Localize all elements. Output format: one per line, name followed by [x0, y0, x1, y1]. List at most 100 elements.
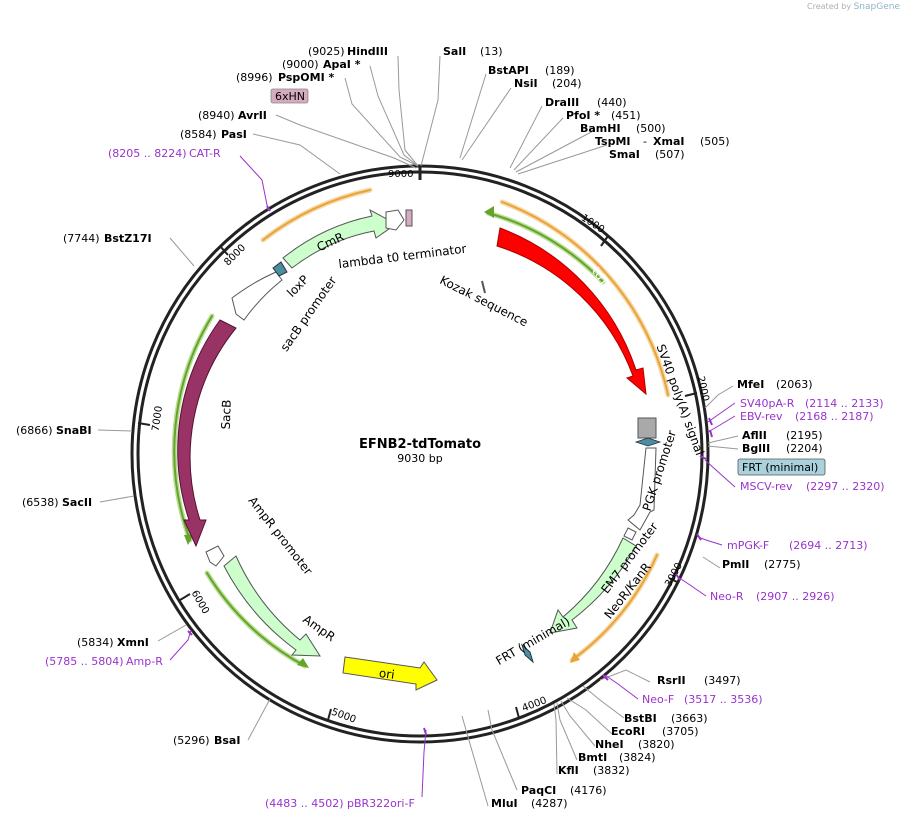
site-pos-ecori: (3705) [662, 725, 699, 738]
primer-ebv-rev: EBV-rev [740, 410, 783, 423]
primer-range-neo-r: (2907 .. 2926) [756, 590, 835, 603]
feature-frt-small [634, 437, 662, 447]
site-nsii: NsiI [514, 77, 538, 90]
feature-kozak-label: Kozak sequence [438, 273, 531, 329]
feature-ori-label: ori [378, 666, 395, 682]
primer-range-pbr322ori-f: (4483 .. 4502) [265, 797, 344, 810]
primer-mscv-rev: MSCV-rev [740, 480, 793, 493]
tick-label-9000: 9000 [388, 169, 413, 180]
site-bglii: BglII [742, 442, 770, 455]
primer-range-sv40pa-r: (2114 .. 2133) [805, 397, 884, 410]
feature-loxp-label: loxP [284, 273, 311, 300]
tick-label-8000: 8000 [222, 242, 248, 268]
site-pos-mfei: (2063) [776, 378, 813, 391]
site-pos-pasi: (8584) [180, 128, 217, 141]
site-pos-bstz17i: (7744) [63, 232, 100, 245]
primer-range-cat-r: (8205 .. 8224) [108, 147, 187, 160]
site-pos-smai: (507) [655, 148, 685, 161]
feature-frt-inner [521, 643, 534, 664]
site-bstbi: BstBI [624, 712, 657, 725]
site-bstapi: BstAPI [488, 64, 529, 77]
site-draiii: DraIII [545, 96, 579, 109]
site-pos-bsai: (5296) [173, 734, 210, 747]
site-pos-mlui: (4287) [531, 797, 568, 810]
primer-sv40pa-r: SV40pA-R [740, 397, 795, 410]
tick-label-6000: 6000 [189, 589, 211, 617]
frt-minimal-box-label: FRT (minimal) [742, 461, 818, 474]
site-pos-hindiii: (9025) [308, 45, 345, 58]
site-pspomi: PspOMI * [278, 71, 335, 84]
primer-neo-r: Neo-R [710, 590, 744, 603]
site-avrii: AvrII [238, 109, 267, 122]
snapgene-credit: Created by SnapGene [807, 2, 900, 12]
primer-pbr322ori-f: pBR322ori-F [347, 797, 415, 810]
tag-6xhn-box [270, 88, 309, 104]
site-pos-bmti: (3824) [619, 751, 656, 764]
feature-em7-promoter [623, 527, 637, 541]
site-tspmi-dash: - [643, 135, 647, 148]
plasmid-length: 9030 bp [397, 452, 442, 465]
feature-ampr [223, 555, 321, 657]
feature-pgk-promoter [627, 447, 657, 531]
leader-lines [97, 55, 739, 807]
site-pos-bglii: (2204) [786, 442, 823, 455]
site-sacii: SacII [62, 496, 92, 509]
site-pos-paqci: (4176) [570, 784, 607, 797]
site-pos-bstbi: (3663) [671, 712, 708, 725]
feature-sacb-label: SacB [219, 399, 234, 429]
feature-lambda-label: lambda t0 terminator [338, 242, 468, 272]
site-paqci: PaqCI [521, 784, 556, 797]
primer-neo-f: Neo-F [642, 693, 674, 706]
feature-loxp [272, 261, 288, 277]
site-pos-snabi: (6866) [16, 424, 53, 437]
site-bmti: BmtI [578, 751, 607, 764]
site-pos-xmni: (5834) [77, 636, 114, 649]
feature-ori [342, 656, 438, 691]
feature-sacb-promoter [231, 271, 283, 321]
site-pasi: PasI [221, 128, 247, 141]
site-bamhi: BamHI [580, 122, 621, 135]
feature-neor-kanr [549, 537, 637, 634]
orf-arcs [171, 187, 671, 669]
site-ecori: EcoRI [611, 725, 645, 738]
site-mlui: MluI [491, 797, 518, 810]
site-xmni: XmnI [117, 636, 149, 649]
site-hindiii: HindIII [347, 45, 388, 58]
site-pos-tspmi: (505) [700, 135, 730, 148]
orf-arrowhead [484, 206, 494, 218]
feature-sacb-promoter-label: sacB promoter [277, 274, 339, 354]
site-pos-sali: (13) [480, 45, 503, 58]
site-pos-rsrii: (3497) [704, 674, 741, 687]
tick-label-7000: 7000 [151, 405, 165, 432]
feature-cmr-label: CmR [315, 230, 347, 255]
tag-6xhn-label: 6xHN [275, 90, 305, 103]
site-pos-pspomi: (8996) [236, 71, 273, 84]
site-afliii: AflII [742, 429, 767, 442]
site-kfli: KflI [558, 764, 579, 777]
site-pos-kfli: (3832) [593, 764, 630, 777]
site-mfei: MfeI [737, 378, 764, 391]
site-pos-nsii: (204) [552, 77, 582, 90]
feature-kozak-mark [481, 280, 486, 294]
site-xmai: XmaI [653, 135, 684, 148]
site-bstz17i: BstZ17I [104, 232, 152, 245]
feature-ampr-promoter [205, 545, 225, 567]
site-pos-pfoi: (451) [611, 109, 641, 122]
site-pos-draiii: (440) [597, 96, 627, 109]
site-tspmi: TspMI [595, 135, 631, 148]
primer-range-mpgk-f: (2694 .. 2713) [789, 539, 868, 552]
site-pfoi: PfoI * [566, 109, 600, 122]
feature-ampr-promoter-label: AmpR promoter [245, 494, 315, 578]
site-nhei: NheI [595, 738, 624, 751]
site-snabi: SnaBI [56, 424, 92, 437]
site-apai: ApaI * [323, 58, 361, 71]
site-pos-avrii: (8940) [198, 109, 235, 122]
site-bsai: BsaI [214, 734, 240, 747]
primer-marks [187, 205, 713, 735]
site-pos-bamhi: (500) [636, 122, 666, 135]
site-pos-nhei: (3820) [638, 738, 675, 751]
credit-prefix: Created by [807, 2, 852, 11]
orf-arrowhead [570, 652, 580, 663]
primer-range-amp-r: (5785 .. 5804) [45, 655, 124, 668]
